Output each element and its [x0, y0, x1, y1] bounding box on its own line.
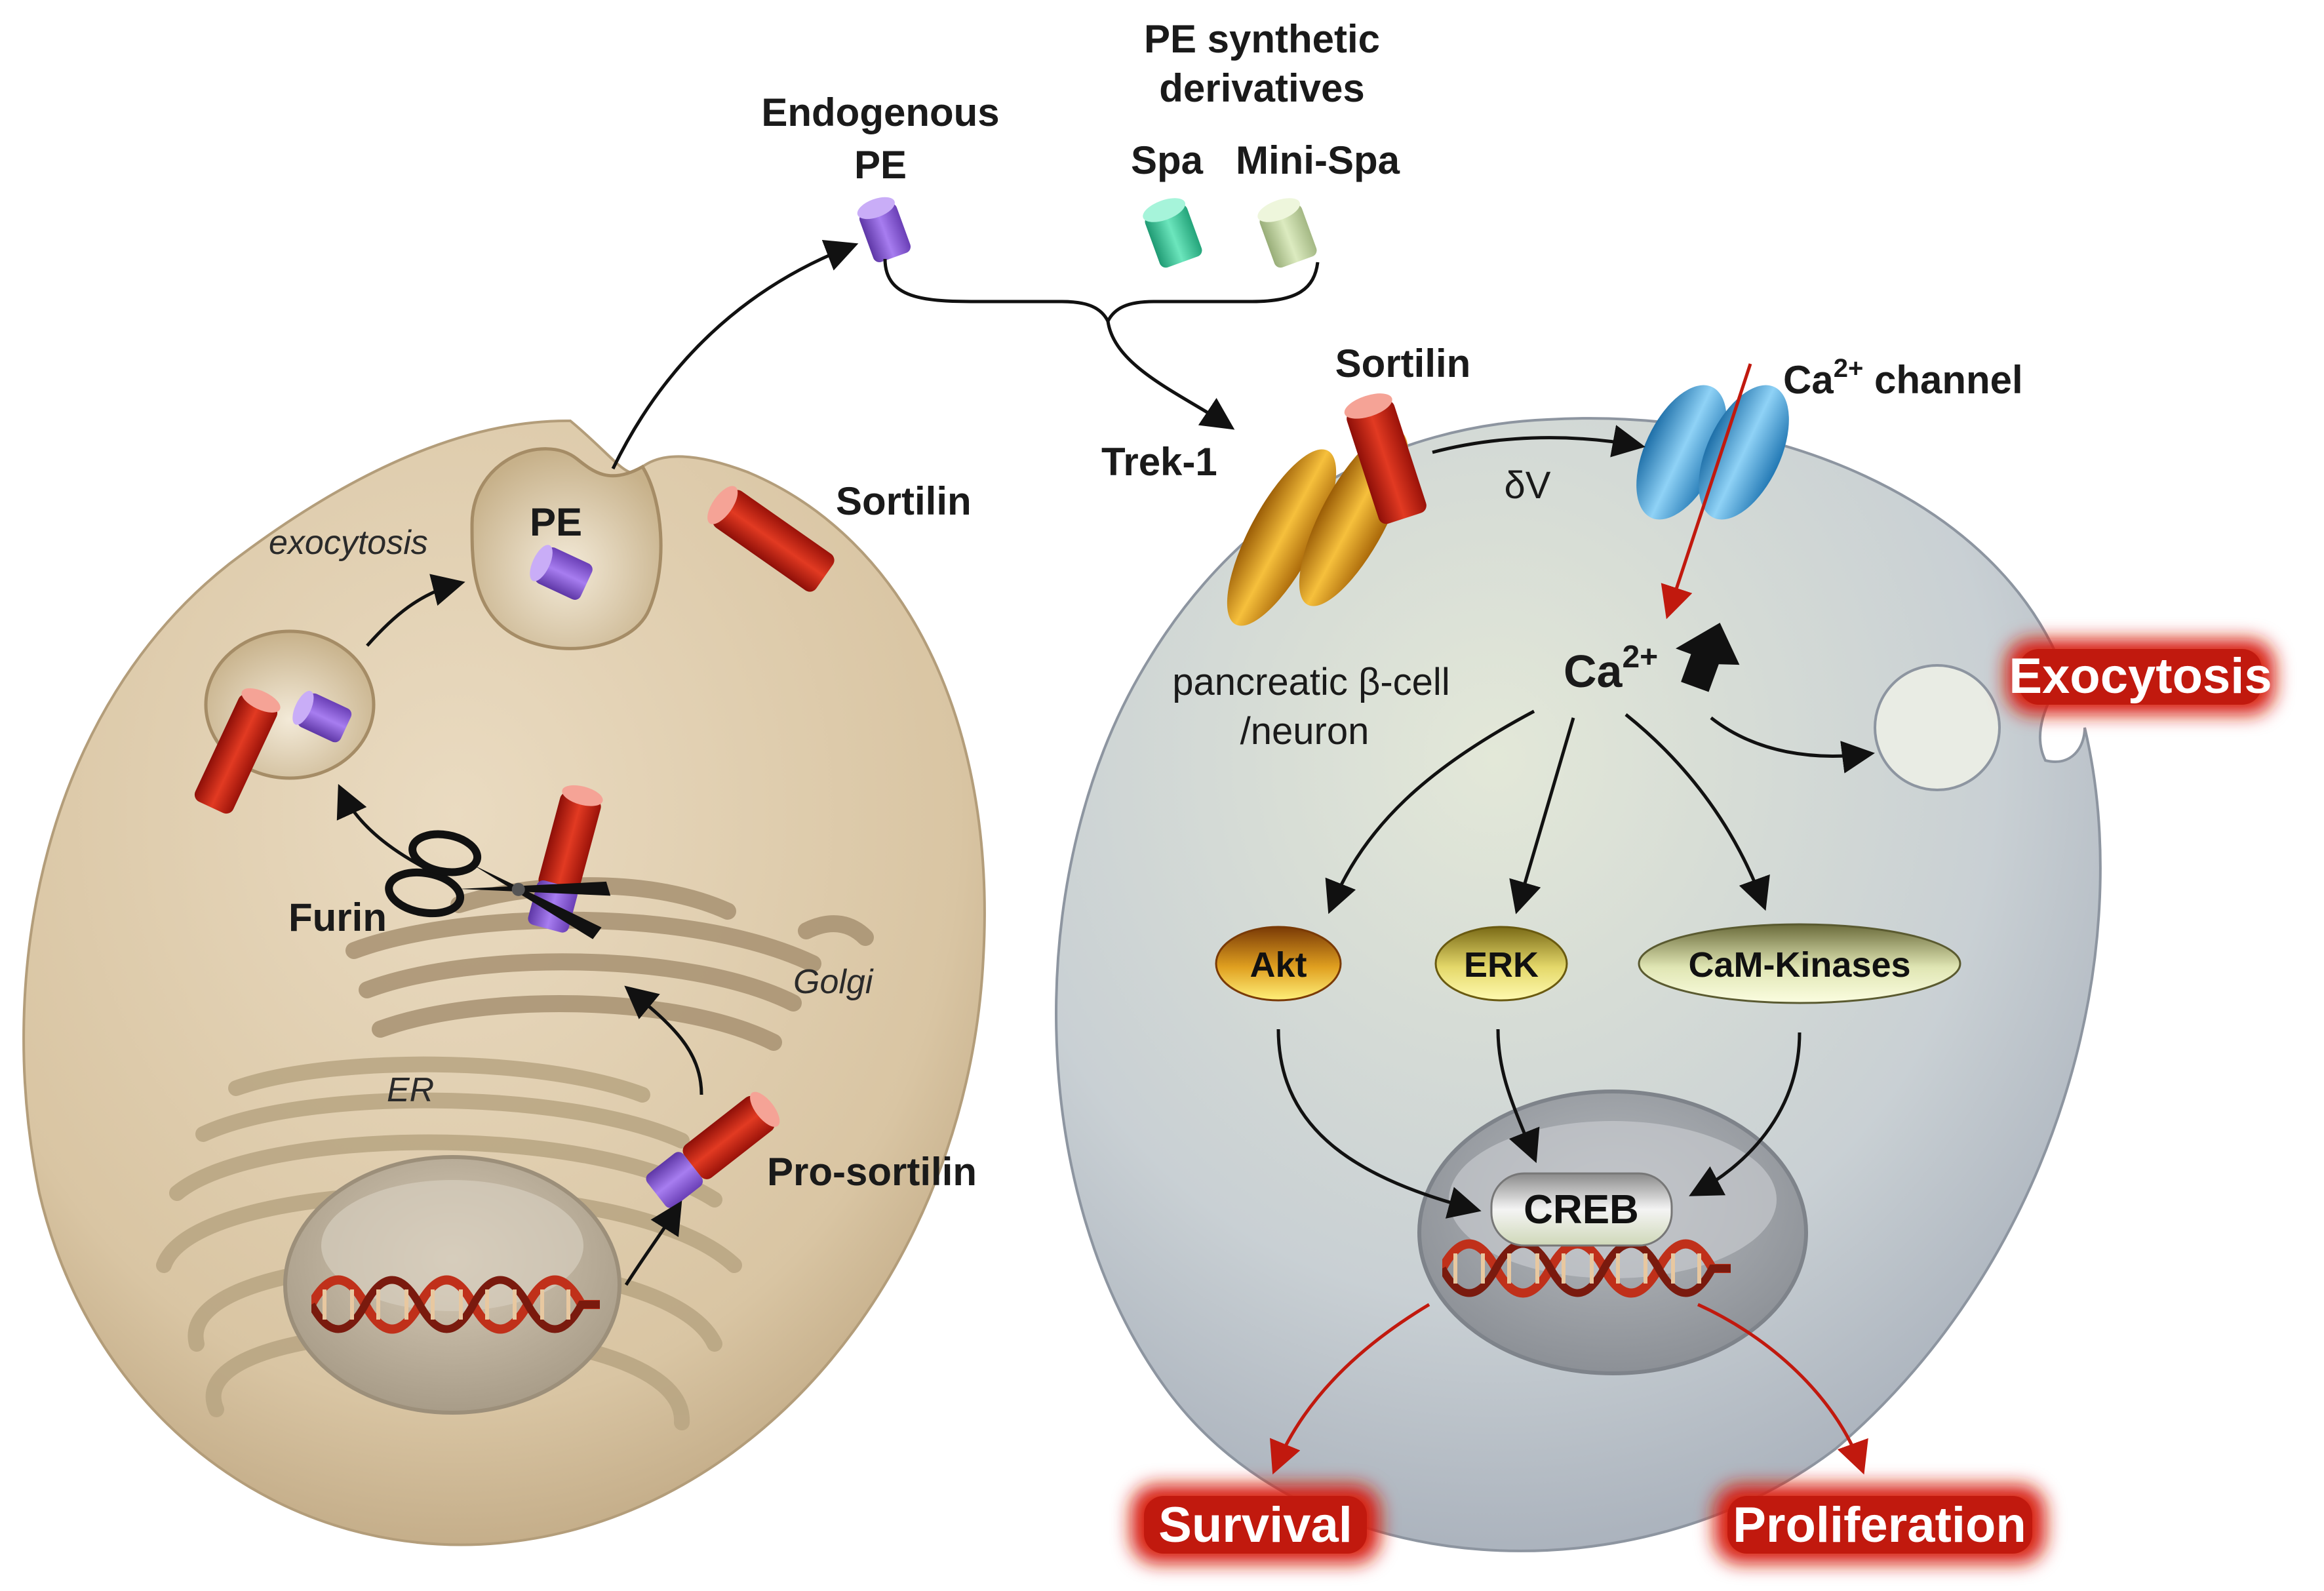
mini-spa-label: Mini-Spa: [1236, 138, 1400, 182]
arrow-vesicle-to-exocytosis: [366, 574, 465, 647]
furin-scissors-icon: [385, 830, 611, 939]
red-arrows: [1270, 363, 1868, 1475]
proliferation-output-label: Proliferation: [1733, 1497, 2026, 1553]
vesicle-sortilin: [194, 688, 281, 814]
vesicle-pe: [292, 690, 352, 743]
furin-label: Furin: [288, 895, 387, 939]
golgi-label: Golgi: [793, 963, 874, 1001]
arrow-dna-to-pro-sortilin: [624, 1200, 682, 1286]
camk-node: CaM-Kinases: [1638, 923, 1961, 1004]
arrow-sortilin-to-ca-channel: [1432, 425, 1645, 458]
spa-molecule: [1143, 198, 1202, 268]
arrow-ligands-to-receptors: [1106, 321, 1235, 430]
endogenous-pe-molecule: [857, 197, 911, 263]
red-arrow-to-survival: [1270, 1303, 1430, 1475]
arrow-akt-to-creb: [1276, 1029, 1482, 1219]
creb-node: CREB: [1490, 1172, 1673, 1247]
pe-synthetic-label-line1: PE synthetic: [1144, 17, 1380, 61]
red-arrow-ca-influx: [1661, 363, 1752, 619]
delta-v-label: δV: [1505, 464, 1551, 507]
akt-label: Akt: [1250, 945, 1307, 985]
output-survival: Survival: [1131, 1485, 1380, 1563]
er-label: ER: [387, 1071, 434, 1109]
black-arrows: [336, 239, 1875, 1286]
pe-vesicle-label: PE: [530, 500, 582, 544]
creb-label: CREB: [1524, 1187, 1639, 1232]
erk-label: ERK: [1464, 945, 1539, 985]
arrow-secretion-to-pe: [611, 239, 859, 470]
spa-label: Spa: [1131, 138, 1204, 182]
endogenous-pe-label-line1: Endogenous: [761, 90, 999, 134]
right-sortilin-membrane: [1344, 393, 1427, 524]
trek1-label: Trek-1: [1101, 440, 1217, 484]
right-sortilin-label: Sortilin: [1335, 342, 1471, 385]
right-cell-labels: Trek-1 Sortilin Ca2+ channel δV pancreat…: [1101, 342, 2023, 753]
ca-increase-arrow-icon: [1676, 623, 1740, 692]
arrow-ca-to-camk: [1625, 713, 1770, 911]
exocytosis-vesicle-fusing: [470, 447, 663, 650]
erk-node: ERK: [1434, 926, 1568, 1002]
red-arrow-to-proliferation: [1697, 1303, 1868, 1475]
akt-node: Akt: [1215, 926, 1342, 1002]
output-exocytosis: Exocytosis: [2006, 639, 2275, 715]
right-cell-membrane: [1055, 417, 2102, 1552]
right-exocytosis-vesicle: [1874, 664, 2001, 791]
ca-ion-label: Ca2+: [1564, 640, 1658, 697]
exocytosis-label: exocytosis: [269, 524, 428, 562]
survival-output-label: Survival: [1158, 1497, 1352, 1553]
arrow-erk-to-creb: [1496, 1029, 1540, 1164]
left-sortilin-label: Sortilin: [836, 479, 972, 523]
output-proliferation: Proliferation: [1714, 1485, 2045, 1563]
endogenous-pe-label-line2: PE: [854, 143, 907, 187]
cell-type-label-line2: /neuron: [1240, 710, 1369, 753]
pe-in-vesicle: [530, 545, 593, 600]
mini-spa-molecule: [1257, 198, 1317, 268]
arrow-ca-to-erk: [1509, 717, 1575, 914]
ca-channel: [1636, 385, 1789, 520]
arrow-pro-sortilin-to-golgi: [624, 985, 703, 1095]
cell-type-label-line1: pancreatic β-cell: [1172, 661, 1449, 703]
pe-synthetic-label-line2: derivatives: [1159, 66, 1365, 110]
pro-sortilin-molecule: [646, 1091, 780, 1208]
arrow-golgi-to-vesicle: [336, 783, 434, 874]
pro-sortilin-label: Pro-sortilin: [767, 1150, 977, 1194]
arrow-ca-to-akt: [1325, 709, 1535, 914]
right-cell: [1055, 417, 2102, 1552]
arrow-ca-to-exocytosis: [1710, 717, 1875, 774]
left-sortilin-membrane: [707, 486, 835, 592]
top-labels: Endogenous PE PE synthetic derivatives S…: [761, 17, 1400, 187]
ligand-brace: [883, 258, 1320, 325]
ca-channel-label: Ca2+ channel: [1783, 354, 2023, 402]
exocytosis-output-label: Exocytosis: [2009, 648, 2272, 704]
camk-label: CaM-Kinases: [1688, 945, 1910, 985]
arrow-camk-to-creb: [1689, 1032, 1802, 1196]
left-cell-labels: exocytosis PE Sortilin Furin Golgi ER Pr…: [269, 479, 977, 1194]
